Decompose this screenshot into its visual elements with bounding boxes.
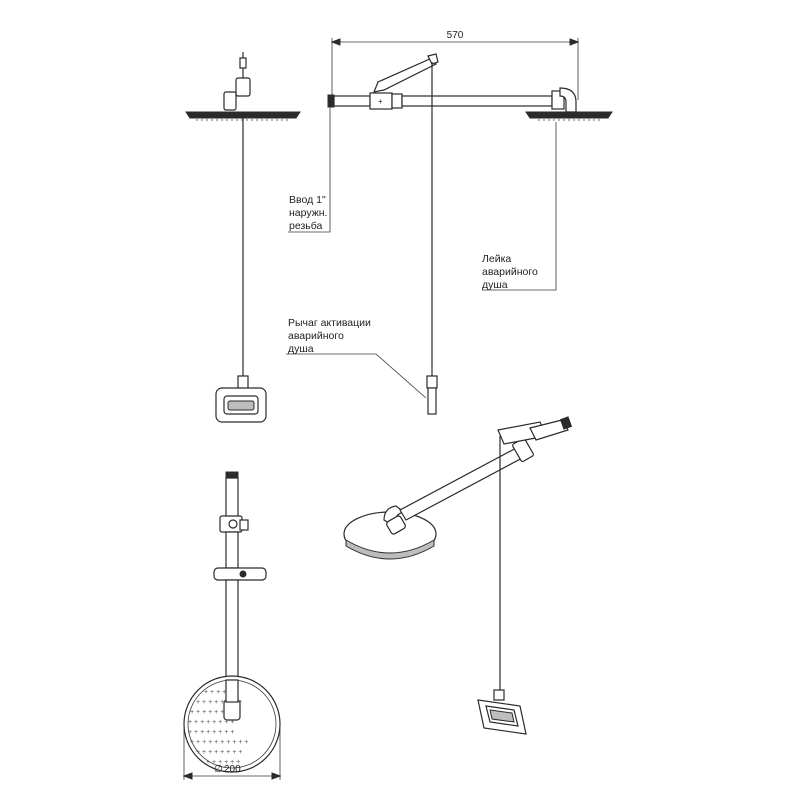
callout-inlet-line-2: наружн. <box>289 207 327 219</box>
front-view <box>185 52 301 423</box>
bottom-view: + + + + + + + + + + + + + + + + + + + + … <box>182 471 282 780</box>
svg-text:+ + + + + + + +: + + + + + + + + <box>188 719 234 726</box>
svg-text:+ + + + + + + +: + + + + + + + + <box>196 699 242 706</box>
svg-text:+ + + + + + + +: + + + + + + + + <box>190 709 236 716</box>
svg-text:+ + + + + + + +: + + + + + + + + <box>188 729 234 736</box>
callout-inlet: Ввод 1" наружн. резьба <box>288 106 331 233</box>
diameter-symbol: ∅ <box>214 764 223 775</box>
callout-lever: Рычаг активации аварийного душа <box>286 317 427 399</box>
callout-showerhead-line-2: аварийного <box>482 266 538 278</box>
nozzle-pattern: + + + + + + + + + + + + + + + + + + + + … <box>188 689 248 766</box>
callout-lever-line-1: Рычаг активации <box>288 317 371 329</box>
callout-lever-line-2: аварийного <box>288 330 344 342</box>
callout-lever-line-3: душа <box>288 343 314 355</box>
diameter-dimension-label: 200 <box>224 764 241 775</box>
isometric-view <box>343 416 573 735</box>
svg-text:+ + + + + +: + + + + + + <box>204 689 238 696</box>
callout-showerhead: Лейка аварийного душа <box>482 122 557 291</box>
svg-text:+ + + + + + + +: + + + + + + + + <box>196 749 242 756</box>
callout-inlet-line-3: резьба <box>289 220 323 232</box>
callout-showerhead-line-1: Лейка <box>482 253 511 265</box>
callout-showerhead-line-3: душа <box>482 279 508 291</box>
svg-text:+ + + + + +: + + + + + + <box>206 759 240 766</box>
width-dimension-label: 570 <box>447 30 464 41</box>
side-view: 570 + <box>327 30 613 415</box>
callout-inlet-line-1: Ввод 1" <box>289 194 326 206</box>
svg-text:+: + <box>378 97 383 106</box>
svg-text:+ + + + + + + + + +: + + + + + + + + + + <box>190 739 248 746</box>
